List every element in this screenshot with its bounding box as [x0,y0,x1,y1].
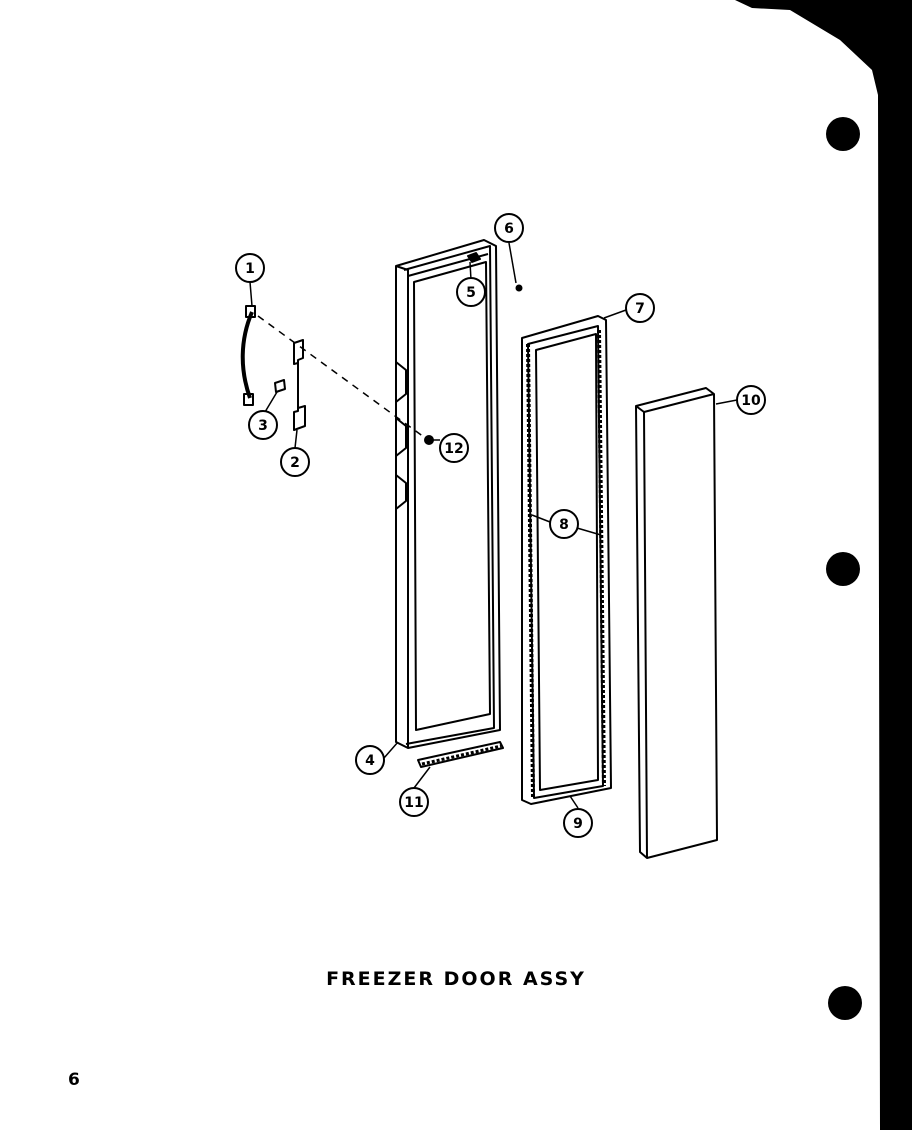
part-hinge-bracket [467,252,481,263]
callout-5: 5 [456,277,486,307]
page-number: 6 [68,1070,80,1090]
callout-12: 12 [439,433,469,463]
svg-text:12: 12 [444,441,463,457]
part-liner-panel [635,387,718,859]
part-bottom-strip [417,741,504,768]
svg-text:1: 1 [245,261,255,277]
callout-1: 1 [235,253,265,283]
callout-3: 3 [248,410,278,440]
svg-text:10: 10 [741,393,761,409]
callout-2: 2 [280,447,310,477]
part-clip [274,379,286,393]
part-bracket [293,339,306,431]
svg-text:4: 4 [365,753,375,769]
part-plug [424,435,434,445]
callout-6: 6 [494,213,524,243]
callout-11: 11 [399,787,429,817]
svg-text:2: 2 [290,455,300,471]
leader-lines [249,242,738,809]
callout-9: 9 [563,808,593,838]
svg-text:6: 6 [504,221,514,237]
alignment-line [257,315,429,441]
part-screw [515,284,523,292]
part-handle [240,305,256,406]
paper-sheet [0,0,880,1130]
svg-text:11: 11 [404,795,423,811]
svg-text:8: 8 [559,517,569,533]
callout-7: 7 [625,293,655,323]
svg-text:3: 3 [258,418,268,434]
callout-8: 8 [549,509,579,539]
svg-text:5: 5 [466,285,476,301]
punch-hole-middle [826,552,860,586]
svg-text:7: 7 [635,301,645,317]
punch-hole-top [826,117,860,151]
callout-10: 10 [736,385,766,415]
scan-edge [880,0,912,1130]
svg-text:9: 9 [573,816,583,832]
callout-4: 4 [355,745,385,775]
punch-hole-bottom [828,986,862,1020]
part-gasket-frame [521,315,612,805]
diagram-title: FREEZER DOOR ASSY [326,968,586,990]
part-door-panel [395,239,501,749]
